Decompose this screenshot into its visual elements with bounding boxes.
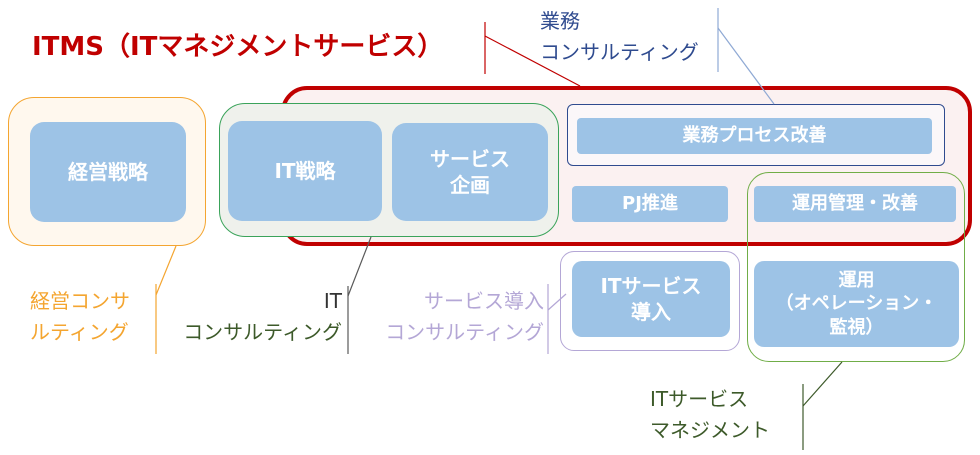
keiei-callout-line (155, 245, 177, 296)
it-service-donyu-label-line2: 導入 (631, 300, 671, 324)
unyo-kanri-label: 運用管理・改善 (792, 193, 918, 215)
itsm-label-line2: マネジメント (650, 418, 770, 442)
itsm-callout-line (802, 361, 843, 407)
donyu-callout-line (547, 293, 567, 311)
gyomu-callout-line (717, 27, 775, 105)
gyomu-process-box: 業務プロセス改善 (577, 118, 932, 154)
service-donyu-consulting-label-line2: コンサルティング (385, 320, 544, 344)
unyo-box: 運用 （オペレーション・ 監視） (754, 261, 959, 347)
itsm-label: ITサービス マネジメント (650, 384, 770, 446)
service-kikaku-label-line2: 企画 (450, 173, 490, 197)
it-consulting-label-line2: コンサルティング (183, 320, 342, 344)
unyo-label-line3: 監視） (829, 316, 884, 338)
unyo-label-line1: 運用 (838, 269, 875, 291)
keiei-consulting-label-line2: ルティング (30, 320, 129, 344)
it-service-donyu-label-line1: ITサービス (600, 274, 702, 298)
it-consulting-label: IT コンサルティング (168, 286, 342, 348)
gyomu-consulting-label: 業務 コンサルティング (540, 6, 699, 68)
pj-suishin-box: PJ推進 (572, 186, 728, 222)
service-kikaku-box: サービス 企画 (392, 123, 548, 221)
keiei-senryaku-box: 経営戦略 (30, 122, 186, 222)
itms-callout-line (484, 35, 581, 87)
service-donyu-consulting-label-line1: サービス導入 (424, 289, 544, 313)
itsm-label-line1: ITサービス (650, 387, 749, 411)
keiei-consulting-label-line1: 経営コンサ (30, 289, 130, 313)
pj-suishin-label: PJ推進 (622, 193, 678, 215)
unyo-kanri-box: 運用管理・改善 (754, 186, 956, 222)
diagram-title: ITMS（ITマネジメントサービス） (32, 32, 444, 62)
it-service-donyu-box: ITサービス 導入 (572, 261, 730, 337)
unyo-label-line2: （オペレーション・ (775, 293, 938, 315)
it-consulting-label-line1: IT (323, 289, 342, 313)
it-callout-line (347, 236, 372, 297)
keiei-consulting-label: 経営コンサ ルティング (30, 286, 130, 348)
gyomu-consulting-label-line2: コンサルティング (540, 40, 699, 64)
it-senryaku-label: IT戦略 (274, 159, 336, 183)
keiei-senryaku-label: 経営戦略 (68, 160, 148, 184)
itsm-frame (747, 172, 965, 362)
gyomu-process-label: 業務プロセス改善 (682, 125, 827, 147)
it-senryaku-box: IT戦略 (228, 121, 382, 221)
gyomu-consulting-label-line1: 業務 (540, 9, 580, 33)
service-kikaku-label-line1: サービス (430, 147, 510, 171)
service-donyu-consulting-label: サービス導入 コンサルティング (368, 286, 544, 348)
